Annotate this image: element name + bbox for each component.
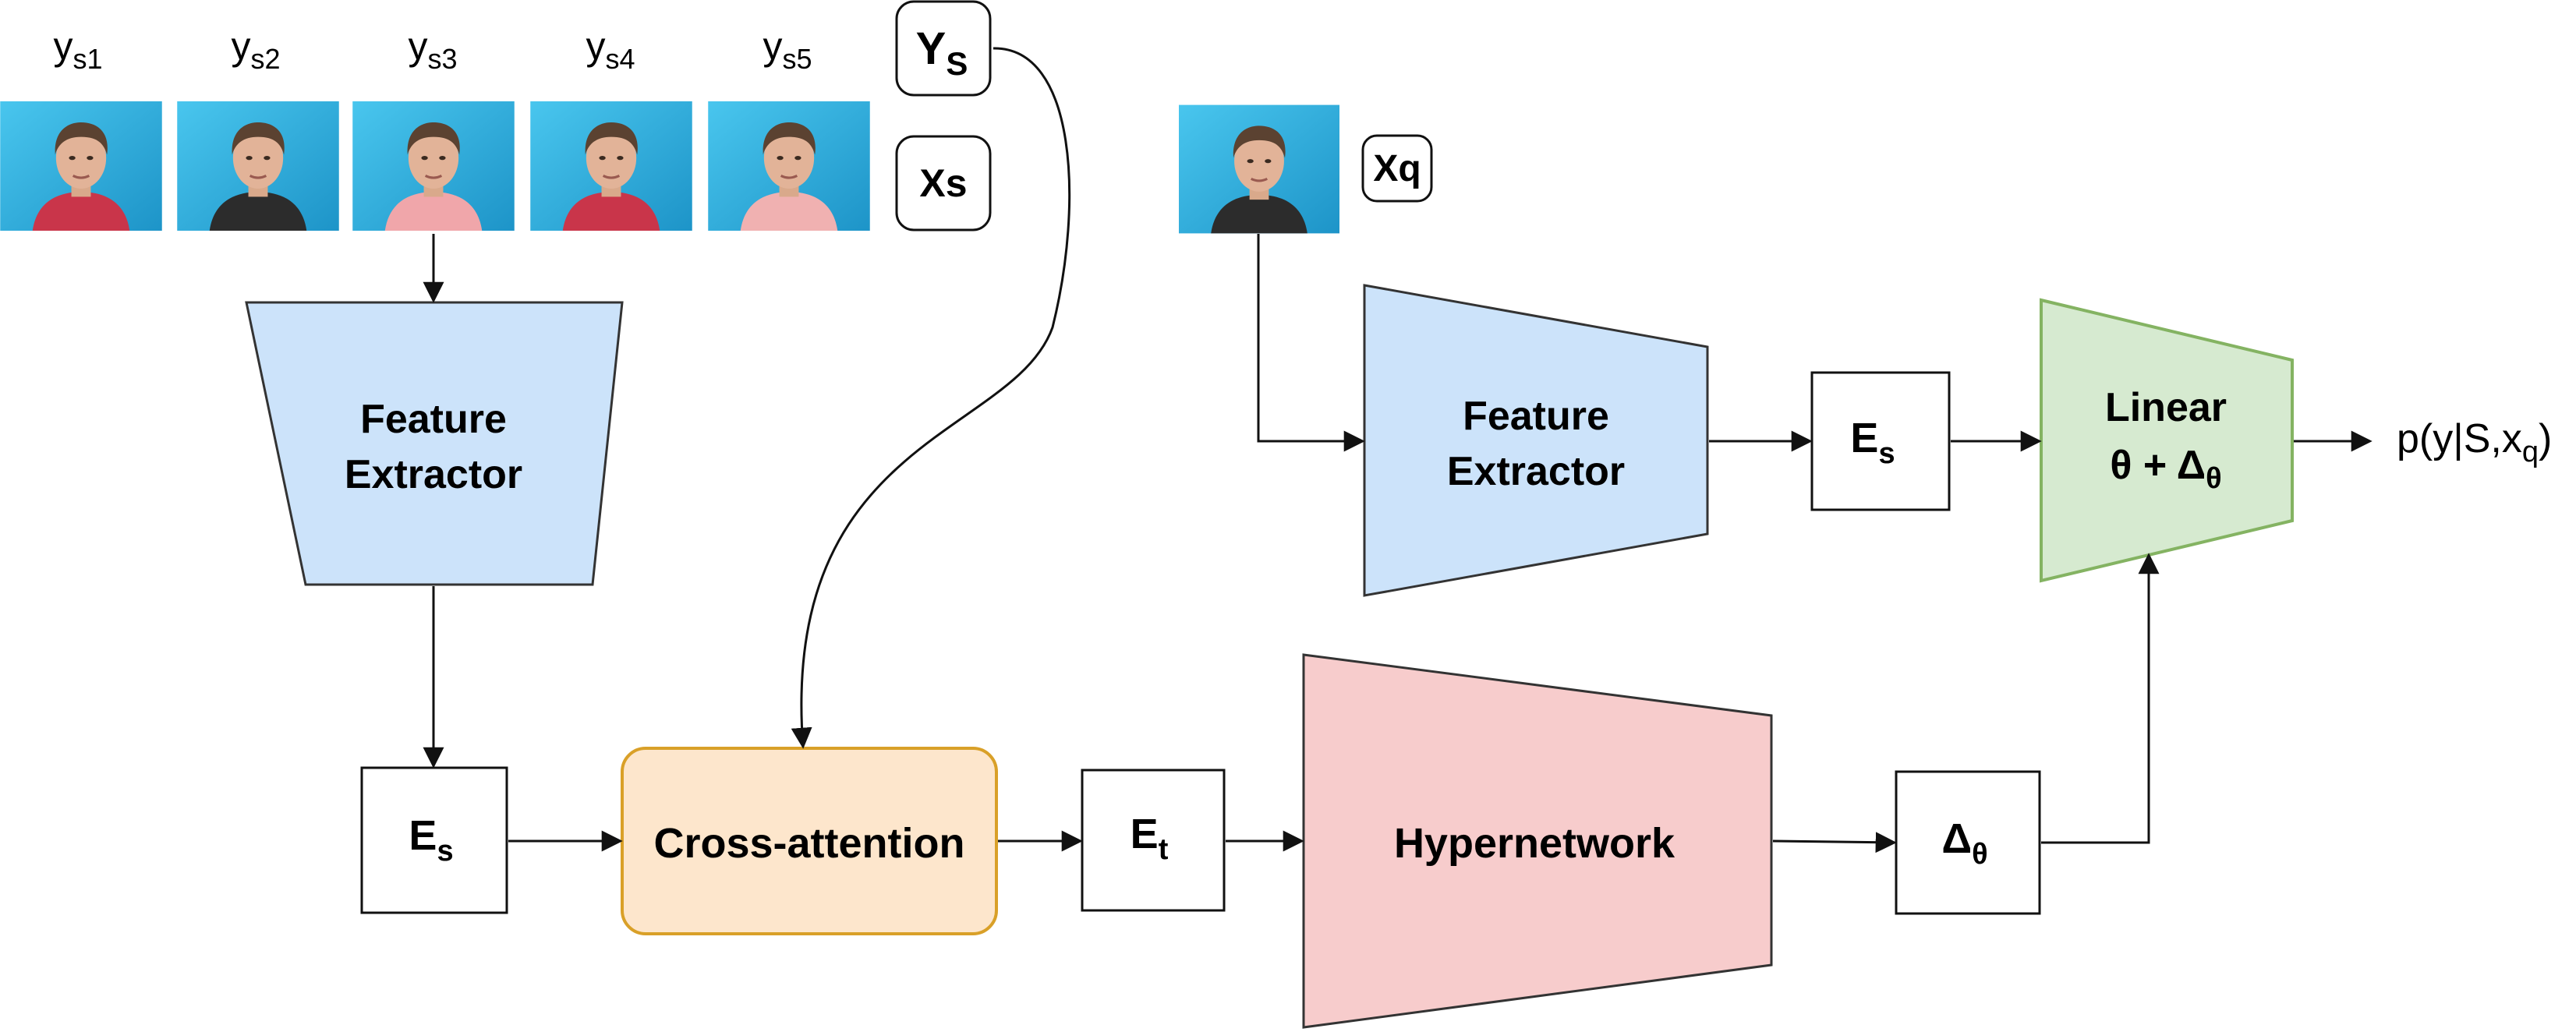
- support-label-ys4: ys4: [586, 24, 635, 75]
- arrow-delta-to-linear: [2041, 553, 2160, 844]
- ys-label: YS: [916, 23, 968, 82]
- linear-block: [2040, 298, 2294, 583]
- es-query-label: Es: [1850, 415, 1895, 470]
- support-photo-4: [530, 101, 692, 231]
- support-fe-label-line2: Extractor: [345, 452, 522, 497]
- es-support-label: Es: [409, 812, 453, 868]
- xq-box: [1361, 134, 1433, 203]
- arrow-ys-to-cross: [791, 47, 1071, 749]
- support-photo-3: [352, 101, 515, 231]
- linear-label-line1: Linear: [2105, 385, 2227, 430]
- delta-theta-box: [1895, 770, 2041, 915]
- delta-theta-label: Δθ: [1941, 815, 1987, 871]
- support-photo-2: [177, 101, 339, 231]
- output-label: p(y|S,xq): [2397, 416, 2552, 468]
- support-fe-label-line1: Feature: [360, 397, 507, 442]
- support-label-ys5: ys5: [763, 24, 812, 75]
- query-photo: [1179, 104, 1339, 234]
- query-fe-label-line1: Feature: [1463, 394, 1609, 439]
- xq-label: Xq: [1373, 148, 1421, 189]
- hypernetwork-block: [1302, 653, 1773, 1029]
- linear-label-line2: θ + Δθ: [2110, 443, 2221, 495]
- support-photo-5: [708, 101, 870, 231]
- arrow-query-to-fe: [1257, 234, 1365, 452]
- et-label: Et: [1131, 811, 1169, 866]
- arrow-hyper-to-delta: [1772, 832, 1897, 854]
- cross-attention-label: Cross-attention: [653, 820, 964, 867]
- support-feature-extractor: [245, 301, 624, 586]
- xs-label: Xs: [919, 161, 967, 205]
- query-feature-extractor: [1363, 284, 1709, 597]
- es-support-box: [360, 766, 508, 914]
- support-label-ys3: ys3: [408, 24, 457, 75]
- ys-box: [895, 0, 992, 97]
- et-box: [1081, 769, 1226, 912]
- query-fe-label-line2: Extractor: [1447, 449, 1625, 494]
- support-label-ys1: ys1: [53, 24, 102, 75]
- support-photo-1: [0, 101, 162, 231]
- xs-box: [895, 135, 992, 231]
- support-label-ys2: ys2: [231, 24, 280, 75]
- hypernetwork-label: Hypernetwork: [1394, 820, 1675, 867]
